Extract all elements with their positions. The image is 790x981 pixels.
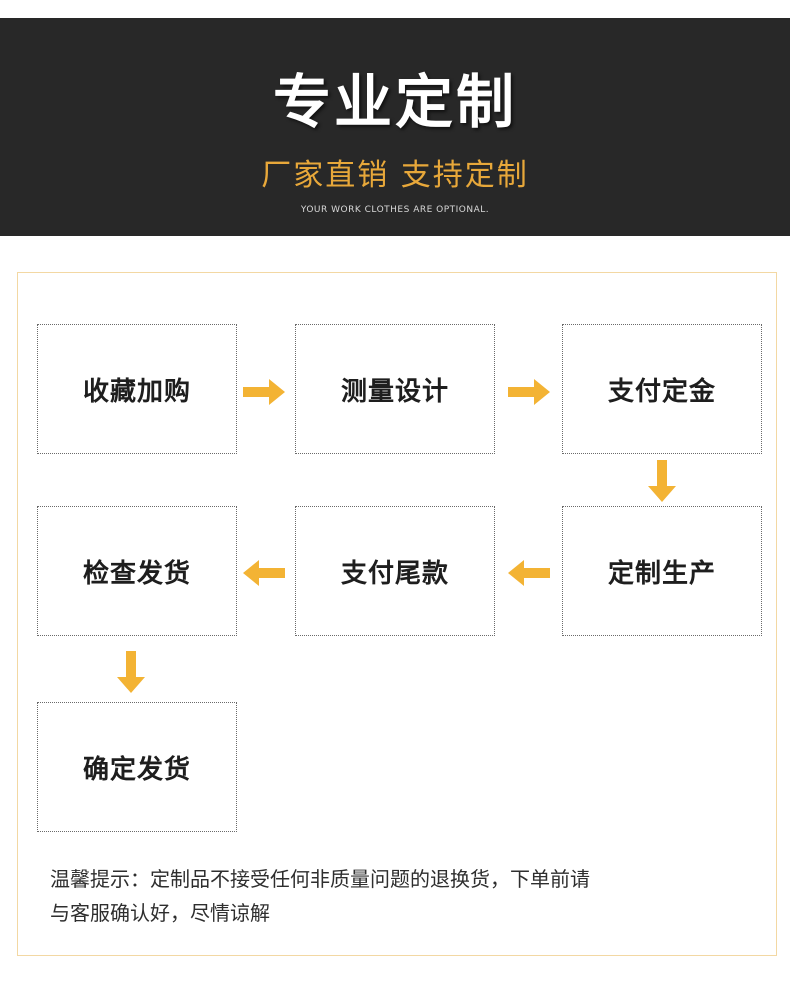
arrow-left-icon [508,560,550,586]
notice-line-2: 与客服确认好，尽情谅解 [50,901,270,925]
step-collect-add-cart: 收藏加购 [37,324,237,454]
step-inspect-ship: 检查发货 [37,506,237,636]
header-banner: 专业定制 厂家直销 支持定制 YOUR WORK CLOTHES ARE OPT… [0,18,790,236]
notice-line-1: 温馨提示：定制品不接受任何非质量问题的退换货，下单前请 [50,867,590,891]
banner-title: 专业定制 [272,68,517,136]
step-pay-balance: 支付尾款 [295,506,495,636]
arrow-down-icon [117,651,145,693]
banner-english-caption: YOUR WORK CLOTHES ARE OPTIONAL. [300,205,490,215]
step-production: 定制生产 [562,506,762,636]
process-panel [17,272,777,956]
arrow-right-icon [243,379,285,405]
arrow-right-icon [508,379,550,405]
arrow-down-icon [648,460,676,502]
notice-text: 温馨提示：定制品不接受任何非质量问题的退换货，下单前请 与客服确认好，尽情谅解 [50,862,740,930]
banner-subtitle: 厂家直销 支持定制 [261,158,529,193]
step-measure-design: 测量设计 [295,324,495,454]
arrow-left-icon [243,560,285,586]
step-pay-deposit: 支付定金 [562,324,762,454]
step-confirm-ship: 确定发货 [37,702,237,832]
